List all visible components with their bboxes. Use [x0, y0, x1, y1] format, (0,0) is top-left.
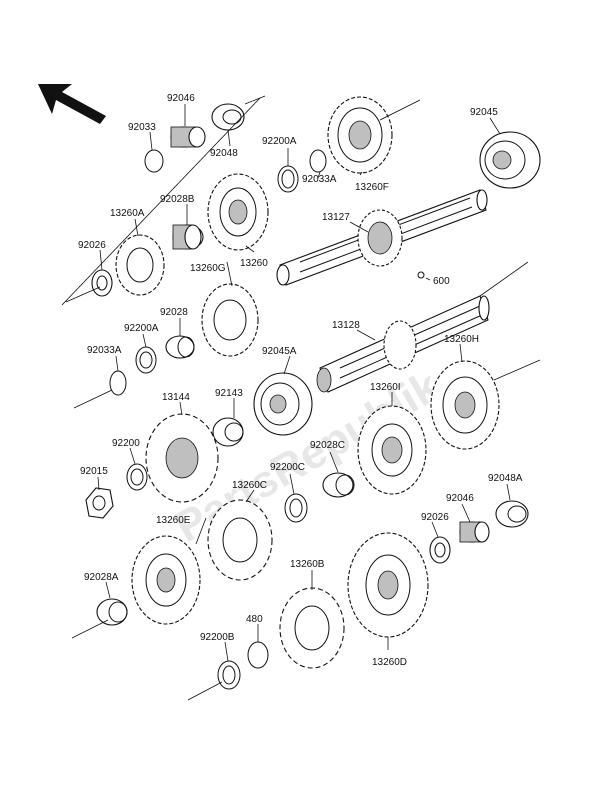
label-600: 600: [433, 276, 450, 287]
label-92200B: 92200B: [200, 632, 235, 643]
nut-92015: [85, 487, 114, 519]
gear-13260C: [207, 499, 273, 581]
ball-bearing-92045A: [253, 372, 313, 436]
gear-13260F: [327, 96, 393, 174]
label-13260G: 13260G: [190, 263, 226, 274]
gear-13260E: [131, 535, 201, 625]
leader-lines: [97, 104, 511, 662]
label-13260E: 13260E: [156, 515, 191, 526]
washer-92200: [126, 463, 148, 491]
label-92028: 92028: [160, 307, 188, 318]
circlip-92033A-top: [309, 149, 327, 173]
label-92028A: 92028A: [84, 572, 119, 583]
label-480: 480: [246, 614, 263, 625]
washer-92026-lower: [429, 536, 451, 564]
gear-13260G: [207, 173, 269, 251]
washer-92200A-mid: [135, 346, 157, 374]
mainshaft-13128: [316, 295, 490, 393]
label-92033A-top: 92033A: [302, 174, 337, 185]
label-92200C: 92200C: [270, 462, 305, 473]
gear-13260I: [357, 405, 427, 495]
label-13260C: 13260C: [232, 480, 267, 491]
gear-13260A: [115, 234, 165, 296]
needle-bearing-92046: [170, 126, 206, 148]
label-92200: 92200: [112, 438, 140, 449]
label-92028B: 92028B: [160, 194, 195, 205]
label-92143: 92143: [215, 388, 243, 399]
collar-92143: [212, 417, 244, 447]
label-13260I: 13260I: [370, 382, 401, 393]
label-92026-lower: 92026: [421, 512, 449, 523]
gear-13260B: [279, 587, 345, 669]
needle-bearing-92028B: [172, 224, 204, 250]
washer-92026-top: [91, 269, 113, 297]
label-13128: 13128: [332, 320, 360, 331]
pin-600: [417, 271, 425, 279]
front-direction-arrow: [38, 84, 106, 124]
label-92046: 92046: [167, 93, 195, 104]
bushing-92028A: [96, 598, 128, 626]
label-13260B: 13260B: [290, 559, 325, 570]
ball-bearing-92045: [479, 131, 541, 189]
washer-92200A-top: [277, 165, 299, 193]
label-13260D: 13260D: [372, 657, 407, 668]
collar-92048A: [495, 500, 529, 528]
label-92015: 92015: [80, 466, 108, 477]
bushing-92028: [165, 335, 195, 359]
gear-13260H: [430, 360, 500, 450]
countershaft-13127: [276, 189, 488, 286]
washer-92200B: [217, 660, 241, 690]
label-92045A: 92045A: [262, 346, 297, 357]
bushing-92028C: [322, 472, 355, 498]
gear-13260-upper: [201, 283, 259, 357]
sprocket-13144: [145, 413, 219, 503]
circlip-92033A-mid: [109, 370, 127, 396]
washer-92200C: [284, 493, 308, 523]
label-13127: 13127: [322, 212, 350, 223]
label-92200A-top: 92200A: [262, 136, 297, 147]
label-92046-lower: 92046: [446, 493, 474, 504]
needle-bearing-92046-lower: [459, 521, 490, 543]
label-92200A-mid: 92200A: [124, 323, 159, 334]
label-92045: 92045: [470, 107, 498, 118]
label-92033A-mid: 92033A: [87, 345, 122, 356]
label-92026-top: 92026: [78, 240, 106, 251]
label-13260F: 13260F: [355, 182, 389, 193]
part-labels: 92046 92033 92048 92200A 92033A 13260F 9…: [78, 93, 523, 668]
label-13260: 13260: [240, 258, 268, 269]
label-92048: 92048: [210, 148, 238, 159]
label-92033: 92033: [128, 122, 156, 133]
label-13260A: 13260A: [110, 208, 145, 219]
label-13260H: 13260H: [444, 334, 479, 345]
gear-13260D: [347, 532, 429, 638]
circlip-480: [247, 641, 269, 669]
label-92028C: 92028C: [310, 440, 345, 451]
assembly-axis-lines: [61, 95, 541, 701]
label-92048A: 92048A: [488, 473, 523, 484]
label-13144: 13144: [162, 392, 190, 403]
circlip-92033: [144, 149, 164, 173]
collar-92048: [211, 103, 245, 131]
